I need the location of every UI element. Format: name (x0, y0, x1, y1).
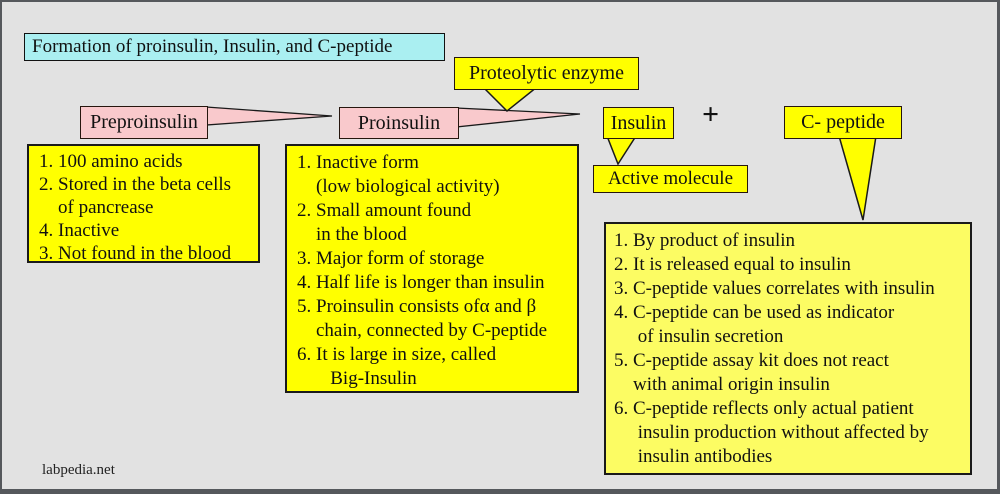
c-peptide-label: C- peptide (784, 106, 902, 139)
plus-sign: + (702, 98, 720, 131)
diagram-title: Formation of proinsulin, Insulin, and C-… (24, 33, 445, 61)
watermark: labpedia.net (42, 462, 115, 478)
proteolytic-enzyme-label: Proteolytic enzyme (454, 57, 639, 90)
preproinsulin-callout-tail (205, 106, 333, 126)
c-peptide-details-box: 1. By product of insulin 2. It is releas… (604, 222, 972, 475)
preproinsulin-details-box: 1. 100 amino acids 2. Stored in the beta… (27, 144, 260, 264)
insulin-callout-tail (605, 135, 638, 166)
c-peptide-callout-tail (838, 135, 877, 221)
proinsulin-label: Proinsulin (339, 107, 459, 139)
preproinsulin-label: Preproinsulin (80, 106, 208, 139)
proinsulin-callout-tail (455, 107, 581, 128)
proteolytic-enzyme-callout-tail (481, 86, 540, 113)
insulin-label: Insulin (603, 107, 674, 139)
active-molecule-label: Active molecule (593, 165, 748, 193)
proinsulin-details-box: 1. Inactive form (low biological activit… (285, 144, 579, 393)
